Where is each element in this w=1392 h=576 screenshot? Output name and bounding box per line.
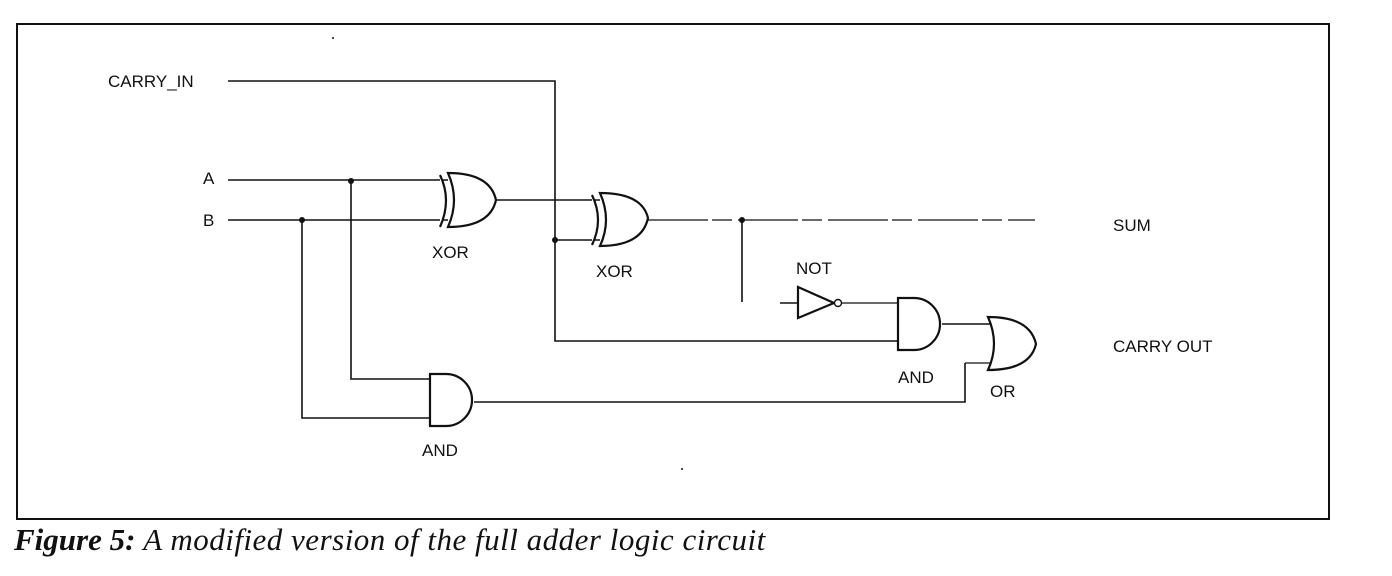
gate-label-xor-2: XOR xyxy=(596,262,633,281)
junction-dot xyxy=(552,237,558,243)
not-gate xyxy=(796,285,843,320)
junction-dot xyxy=(299,217,305,223)
gate-label-not: NOT xyxy=(796,259,832,278)
wire-a-to-and xyxy=(350,180,430,380)
output-label-carry-out: CARRY OUT xyxy=(1113,337,1213,356)
input-label-b: B xyxy=(203,211,214,230)
figure-label: Figure 5: xyxy=(14,522,136,557)
output-label-sum: SUM xyxy=(1113,216,1151,235)
wire-carry-in xyxy=(228,80,898,342)
figure-caption: Figure 5: A modified version of the full… xyxy=(14,522,766,558)
input-label-a: A xyxy=(203,169,215,188)
xor-gate-2 xyxy=(591,191,650,248)
wire-b-to-and xyxy=(301,220,430,419)
or-gate xyxy=(986,315,1038,372)
gate-label-and-2: AND xyxy=(422,441,458,460)
input-label-carry-in: CARRY_IN xyxy=(108,72,194,91)
xor-gate-1 xyxy=(438,171,498,229)
junction-dot xyxy=(348,178,354,184)
wire-and2-out xyxy=(474,363,966,403)
and-gate-2 xyxy=(428,372,474,428)
caption-text: A modified version of the full adder log… xyxy=(143,522,766,557)
gate-label-and-1: AND xyxy=(898,368,934,387)
print-speck xyxy=(681,468,683,470)
gate-label-or: OR xyxy=(990,382,1016,401)
print-speck xyxy=(332,37,334,39)
gate-label-xor-1: XOR xyxy=(432,243,469,262)
figure-frame xyxy=(16,23,1330,520)
and-gate-1 xyxy=(896,296,942,352)
